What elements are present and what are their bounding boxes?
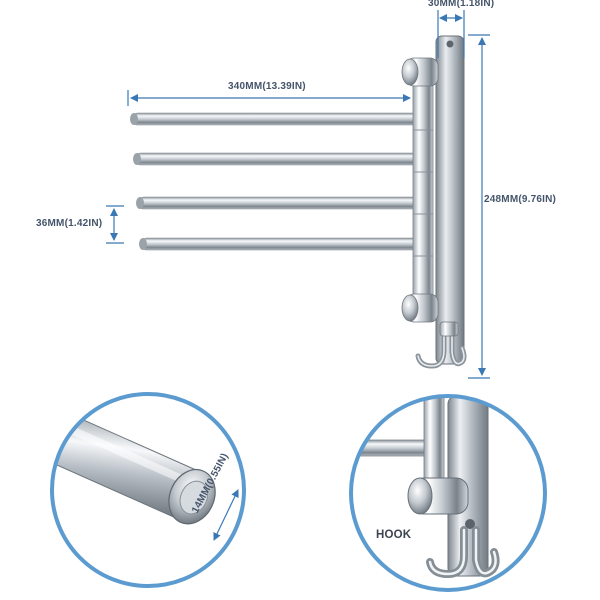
towel-arms: [130, 112, 423, 251]
towel-arm-2: [133, 152, 423, 166]
towel-rack: [130, 35, 467, 369]
bottom-cap: [401, 293, 439, 323]
bracket-width-dimension: [437, 10, 465, 58]
bracket-width-label: 30MM(1.18IN): [428, 0, 495, 9]
wall-plate: [435, 35, 465, 365]
arm-length-dimension: [127, 90, 411, 106]
towel-arm-1: [130, 112, 423, 126]
arm-end-detail: [50, 392, 246, 588]
pivot-collars: [413, 129, 433, 257]
total-height-dimension: [468, 34, 490, 379]
arm-spacing-label: 36MM(1.42IN): [36, 218, 103, 229]
top-cap: [401, 57, 439, 87]
dimension-lines: [106, 10, 490, 379]
hook-label: HOOK: [376, 529, 412, 541]
hook-detail: [349, 394, 547, 592]
arm-length-label: 340MM(13.39IN): [228, 81, 306, 92]
towel-arm-3: [136, 196, 423, 210]
towel-arm-4: [139, 237, 423, 251]
hook: [415, 321, 467, 369]
arm-spacing-dimension: [106, 205, 124, 244]
pivot-post: [412, 83, 434, 307]
screw-hole-top: [446, 40, 454, 48]
total-height-label: 248MM(9.76IN): [484, 194, 557, 205]
